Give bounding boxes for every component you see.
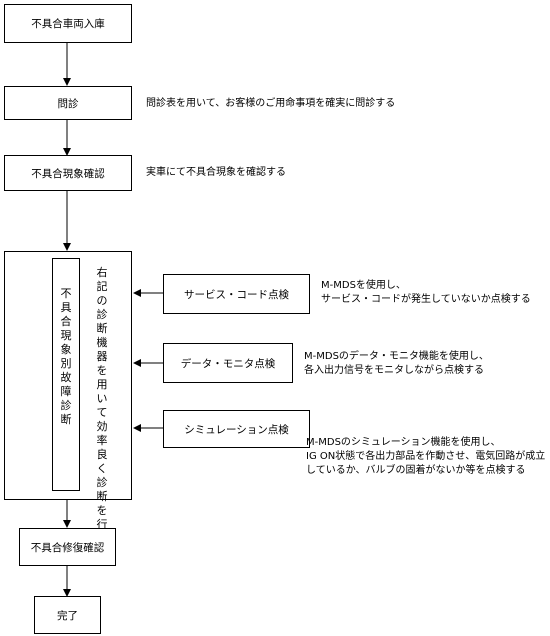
diagnosis-side-label-char: 率	[96, 434, 108, 447]
diagnosis-inner-label-char: 不	[60, 287, 72, 300]
diagnosis-side-label-char: 記	[96, 280, 108, 293]
diagnosis-side-label-char: の	[96, 294, 108, 307]
diagnosis-side-label-char: く	[96, 462, 108, 475]
step-interview-label: 問診	[57, 97, 79, 110]
check-data-monitor: データ・モニタ点検	[163, 343, 293, 383]
check-service-code-label: サービス・コード点検	[184, 288, 289, 301]
diagnosis-inner-label-char: 断	[60, 413, 72, 426]
check-simulation-label: シミュレーション点検	[184, 423, 289, 436]
step-done-label: 完了	[57, 609, 78, 622]
diagnosis-inner-label: 不具合現象別故障診断	[59, 287, 73, 427]
diagnosis-inner-label-char: 合	[60, 315, 72, 328]
diagnosis-side-label-char: 診	[96, 476, 108, 489]
check-data-monitor-label: データ・モニタ点検	[180, 357, 276, 370]
diagnosis-inner-label-char: 具	[60, 301, 72, 314]
step-arrival-label: 不具合車両入庫	[31, 18, 105, 30]
step-confirm: 不具合現象確認	[4, 155, 132, 191]
check-simulation: シミュレーション点検	[163, 410, 310, 448]
diagnosis-side-label-char: を	[96, 364, 108, 377]
note-data-monitor: M-MDSのデータ・モニタ機能を使用し、 各入出力信号をモニタしながら点検する	[304, 350, 489, 378]
note-simulation: M-MDSのシミュレーション機能を使用し、 IG ON状態で各出力部品を作動させ…	[306, 436, 545, 478]
note-service-code: M-MDSを使用し、 サービス・コードが発生していないか点検する	[321, 279, 531, 307]
diagnosis-inner-label-char: 象	[60, 343, 72, 356]
step-arrival: 不具合車両入庫	[4, 4, 132, 43]
diagnosis-inner-label-char: 故	[60, 371, 72, 384]
step-interview: 問診	[4, 86, 132, 120]
diagnosis-inner-label-char: 障	[60, 385, 72, 398]
note-data-monitor-line-1: M-MDSのデータ・モニタ機能を使用し、	[304, 351, 489, 362]
diagnosis-inner-label-char: 現	[60, 329, 72, 342]
diagnosis-side-label-char: 断	[96, 322, 108, 335]
diagnosis-side-label-char: 機	[96, 336, 108, 349]
diagnosis-side-label-char: 右	[96, 266, 108, 279]
diagnosis-side-label-char: い	[96, 392, 108, 405]
diagnosis-side-label-char: 器	[96, 350, 108, 363]
diagnosis-side-label: 右記の診断機器を用いて効率良く診断を行う	[95, 266, 109, 546]
diagnosis-inner-label-char: 別	[60, 357, 72, 370]
diagnosis-side-label-char: 効	[96, 420, 108, 433]
check-service-code: サービス・コード点検	[163, 274, 310, 314]
step-repair-confirm-label: 不具合修復確認	[30, 541, 105, 554]
note-interview: 問診表を用いて、お客様のご用命事項を確実に問診する	[146, 97, 395, 111]
diagnosis-side-label-char: 良	[96, 448, 108, 461]
step-repair-confirm: 不具合修復確認	[19, 528, 116, 566]
note-interview-text: 問診表を用いて、お客様のご用命事項を確実に問診する	[146, 98, 396, 109]
note-simulation-line-2: IG ON状態で各出力部品を作動させ、電気回路が成立	[306, 451, 546, 462]
diagnosis-side-label-char: 行	[96, 518, 108, 531]
note-simulation-line-1: M-MDSのシミュレーション機能を使用し、	[306, 437, 501, 448]
step-confirm-label: 不具合現象確認	[31, 167, 105, 180]
diagnosis-inner-box: 不具合現象別故障診断	[52, 258, 80, 491]
step-done: 完了	[34, 596, 101, 634]
diagnosis-side-label-char: 診	[96, 308, 108, 321]
note-simulation-line-3: しているか、バルブの固着がないか等を点検する	[306, 465, 526, 476]
note-data-monitor-line-2: 各入出力信号をモニタしながら点検する	[304, 365, 484, 376]
diagnosis-side-label-char: 断	[96, 490, 108, 503]
diagnosis-inner-label-char: 診	[60, 399, 72, 412]
note-confirm-text: 実車にて不具合現象を確認する	[146, 167, 286, 178]
diagnosis-side-label-char: て	[96, 406, 108, 419]
note-service-code-line-1: M-MDSを使用し、	[321, 280, 406, 291]
diagnosis-side-label-char: を	[96, 504, 108, 517]
note-service-code-line-2: サービス・コードが発生していないか点検する	[321, 294, 531, 305]
diagnosis-side-label-char: 用	[96, 378, 108, 391]
note-confirm: 実車にて不具合現象を確認する	[146, 166, 286, 180]
